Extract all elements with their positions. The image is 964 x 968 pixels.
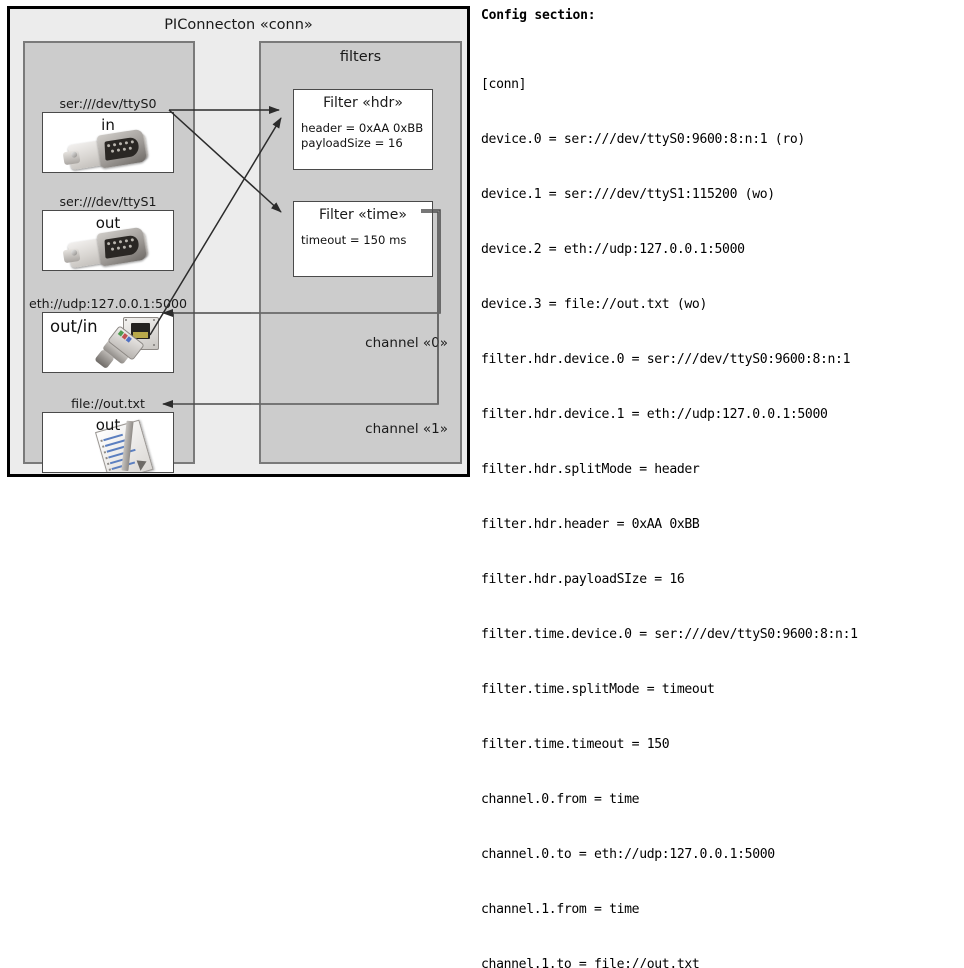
device-eth-label: eth://udp:127.0.0.1:5000 bbox=[29, 296, 187, 311]
config-line: filter.time.splitMode = timeout bbox=[481, 682, 715, 698]
config-line: channel.1.to = file://out.txt bbox=[481, 957, 700, 968]
config-heading: Config section: bbox=[481, 8, 596, 23]
devices-panel: ser:///dev/ttyS0 in bbox=[23, 41, 195, 473]
device-ttys0[interactable]: ser:///dev/ttyS0 in bbox=[42, 95, 174, 173]
device-ttys0-box[interactable]: in bbox=[42, 112, 174, 173]
channel-1-label: channel «1» bbox=[365, 421, 448, 437]
config-line: channel.1.from = time bbox=[481, 902, 640, 918]
filter-hdr-attributes: header = 0xAA 0xBB payloadSize = 16 bbox=[301, 121, 432, 151]
device-ttys0-label: ser:///dev/ttyS0 bbox=[59, 96, 157, 111]
device-file-box[interactable]: out bbox=[42, 412, 174, 473]
device-ttys1[interactable]: ser:///dev/ttyS1 out bbox=[42, 193, 174, 271]
filter-hdr-attr-header: header = 0xAA 0xBB bbox=[301, 121, 424, 135]
config-line: [conn] bbox=[481, 76, 527, 92]
device-ttys0-direction: in bbox=[101, 116, 115, 134]
device-file-label: file://out.txt bbox=[71, 396, 145, 411]
config-line: channel.0.to = eth://udp:127.0.0.1:5000 bbox=[481, 847, 775, 863]
config-line: filter.hdr.device.0 = ser:///dev/ttyS0:9… bbox=[481, 351, 851, 367]
device-eth[interactable]: eth://udp:127.0.0.1:5000 out/in bbox=[29, 295, 187, 373]
connection-diagram-frame: PIConnecton «conn» ser:///dev/ttyS0 in bbox=[7, 6, 470, 477]
config-line: filter.hdr.header = 0xAA 0xBB bbox=[481, 516, 700, 532]
config-line: device.2 = eth://udp:127.0.0.1:5000 bbox=[481, 241, 745, 257]
device-file-direction: out bbox=[95, 416, 121, 434]
config-line: filter.hdr.device.1 = eth://udp:127.0.0.… bbox=[481, 406, 828, 422]
filter-time-attr-timeout: timeout = 150 ms bbox=[301, 233, 407, 247]
diagram-title: PIConnecton «conn» bbox=[164, 17, 313, 33]
filters-panel-title: filters bbox=[339, 49, 382, 65]
filter-time-box[interactable]: Filter «time» timeout = 150 ms bbox=[293, 201, 433, 277]
config-lines: [conn] device.0 = ser:///dev/ttyS0:9600:… bbox=[481, 39, 959, 968]
device-eth-box[interactable]: out/in bbox=[42, 312, 174, 373]
channel-0-label: channel «0» bbox=[365, 335, 448, 351]
config-line: filter.hdr.payloadSIze = 16 bbox=[481, 571, 685, 587]
filters-panel: filters Filter «hdr» header = 0xAA 0xBB … bbox=[259, 41, 462, 464]
filter-hdr-attr-payloadsize: payloadSize = 16 bbox=[301, 136, 403, 150]
device-ttys1-box[interactable]: out bbox=[42, 210, 174, 271]
config-line: device.1 = ser:///dev/ttyS1:115200 (wo) bbox=[481, 186, 775, 202]
config-line: filter.time.timeout = 150 bbox=[481, 737, 670, 753]
config-panel: Config section: [conn] device.0 = ser://… bbox=[481, 8, 959, 968]
config-line: device.0 = ser:///dev/ttyS0:9600:8:n:1 (… bbox=[481, 131, 805, 147]
filter-time-title: Filter «time» bbox=[319, 207, 407, 223]
device-ttys1-label: ser:///dev/ttyS1 bbox=[59, 194, 157, 209]
ethernet-jack-icon bbox=[94, 316, 173, 372]
config-line: channel.0.from = time bbox=[481, 792, 640, 808]
filter-time-attributes: timeout = 150 ms bbox=[301, 233, 432, 248]
config-line: filter.hdr.splitMode = header bbox=[481, 461, 700, 477]
device-eth-direction: out/in bbox=[50, 317, 98, 336]
device-file[interactable]: file://out.txt out bbox=[42, 395, 174, 473]
device-ttys1-direction: out bbox=[95, 214, 121, 232]
filter-hdr-box[interactable]: Filter «hdr» header = 0xAA 0xBB payloadS… bbox=[293, 89, 433, 170]
config-line: filter.time.device.0 = ser:///dev/ttyS0:… bbox=[481, 627, 858, 642]
config-line: device.3 = file://out.txt (wo) bbox=[481, 296, 707, 312]
filter-hdr-title: Filter «hdr» bbox=[323, 95, 403, 111]
